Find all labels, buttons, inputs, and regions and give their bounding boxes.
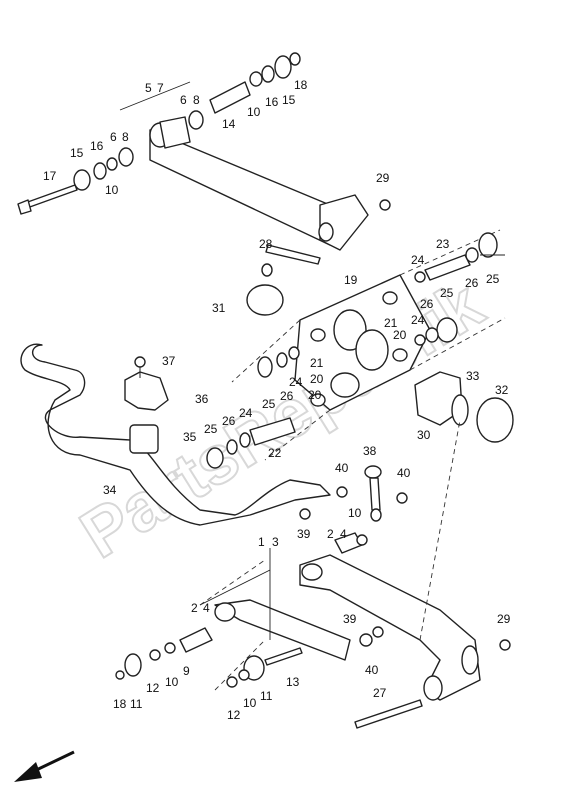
callout-35: 35 (183, 430, 197, 444)
callout-4b: 4 (203, 601, 210, 615)
callout-20: 20 (393, 328, 407, 342)
callout-20c: 20 (308, 388, 322, 402)
lower-arm-assembly (115, 419, 511, 729)
callout-38: 38 (363, 444, 377, 458)
callout-2b: 2 (191, 601, 198, 615)
callout-12b: 12 (227, 708, 241, 722)
bracket-assembly (231, 229, 506, 461)
callout-19: 19 (344, 273, 358, 287)
callout-11b: 11 (260, 689, 273, 703)
callout-15: 15 (282, 93, 296, 107)
callout-36: 36 (195, 392, 209, 406)
callout-10c: 10 (348, 506, 362, 520)
callout-37: 37 (162, 354, 176, 368)
callout-33: 33 (466, 369, 480, 383)
callout-21: 21 (384, 316, 398, 330)
callout-25c: 25 (262, 397, 276, 411)
callout-26: 26 (465, 276, 479, 290)
front-direction-arrow-icon (14, 750, 75, 782)
callout-32: 32 (495, 383, 509, 397)
stabilizer-bar (20, 343, 331, 526)
callout-30: 30 (417, 428, 431, 442)
callout-29b: 29 (497, 612, 511, 626)
callout-10e: 10 (243, 696, 257, 710)
bushing-parts-left (206, 244, 321, 469)
callout-18b: 18 (113, 697, 127, 711)
callout-25d: 25 (204, 422, 218, 436)
callout-14: 14 (222, 117, 236, 131)
callout-23: 23 (436, 237, 450, 251)
callout-28: 28 (259, 237, 273, 251)
callout-26d: 26 (222, 414, 236, 428)
callout-40: 40 (335, 461, 349, 475)
callout-8b: 8 (122, 130, 129, 144)
callout-16b: 16 (90, 139, 104, 153)
callout-24c: 24 (289, 375, 303, 389)
callout-21b: 21 (310, 356, 324, 370)
link-rod (299, 465, 408, 522)
callout-26c: 26 (280, 389, 294, 403)
callout-18: 18 (294, 78, 308, 92)
callout-16: 16 (265, 95, 279, 109)
callout-6b: 6 (110, 130, 117, 144)
callout-5: 5 (145, 81, 152, 95)
callout-40b: 40 (397, 466, 411, 480)
callout-27: 27 (373, 686, 387, 700)
callout-labels: 5 7 6 8 14 10 16 15 18 6 8 16 15 17 10 2… (43, 78, 511, 722)
callout-3: 3 (272, 535, 279, 549)
callout-25: 25 (486, 272, 500, 286)
callout-31: 31 (212, 301, 226, 315)
upper-arm-assembly (17, 52, 391, 251)
callout-12: 12 (146, 681, 160, 695)
callout-34: 34 (103, 483, 117, 497)
callout-25b: 25 (440, 286, 454, 300)
callout-2: 2 (327, 527, 334, 541)
callout-10d: 10 (165, 675, 179, 689)
leader-lines (119, 81, 505, 640)
callout-6: 6 (180, 93, 187, 107)
callout-17: 17 (43, 169, 57, 183)
callout-24b: 24 (411, 313, 425, 327)
callout-7: 7 (157, 81, 164, 95)
callout-20b: 20 (310, 372, 324, 386)
callout-29: 29 (376, 171, 390, 185)
bushing-parts-right (414, 232, 514, 443)
callout-26b: 26 (420, 297, 434, 311)
callout-15b: 15 (70, 146, 84, 160)
callout-10: 10 (247, 105, 261, 119)
callout-39b: 39 (343, 612, 357, 626)
callout-1: 1 (258, 535, 265, 549)
callout-11: 11 (130, 697, 143, 711)
callout-10b: 10 (105, 183, 119, 197)
callout-22: 22 (268, 446, 282, 460)
callout-13: 13 (286, 675, 300, 689)
callout-4: 4 (340, 527, 347, 541)
callout-40c: 40 (365, 663, 379, 677)
callout-24d: 24 (239, 406, 253, 420)
callout-8: 8 (193, 93, 200, 107)
callout-9: 9 (183, 664, 190, 678)
callout-24: 24 (411, 253, 425, 267)
callout-39: 39 (297, 527, 311, 541)
